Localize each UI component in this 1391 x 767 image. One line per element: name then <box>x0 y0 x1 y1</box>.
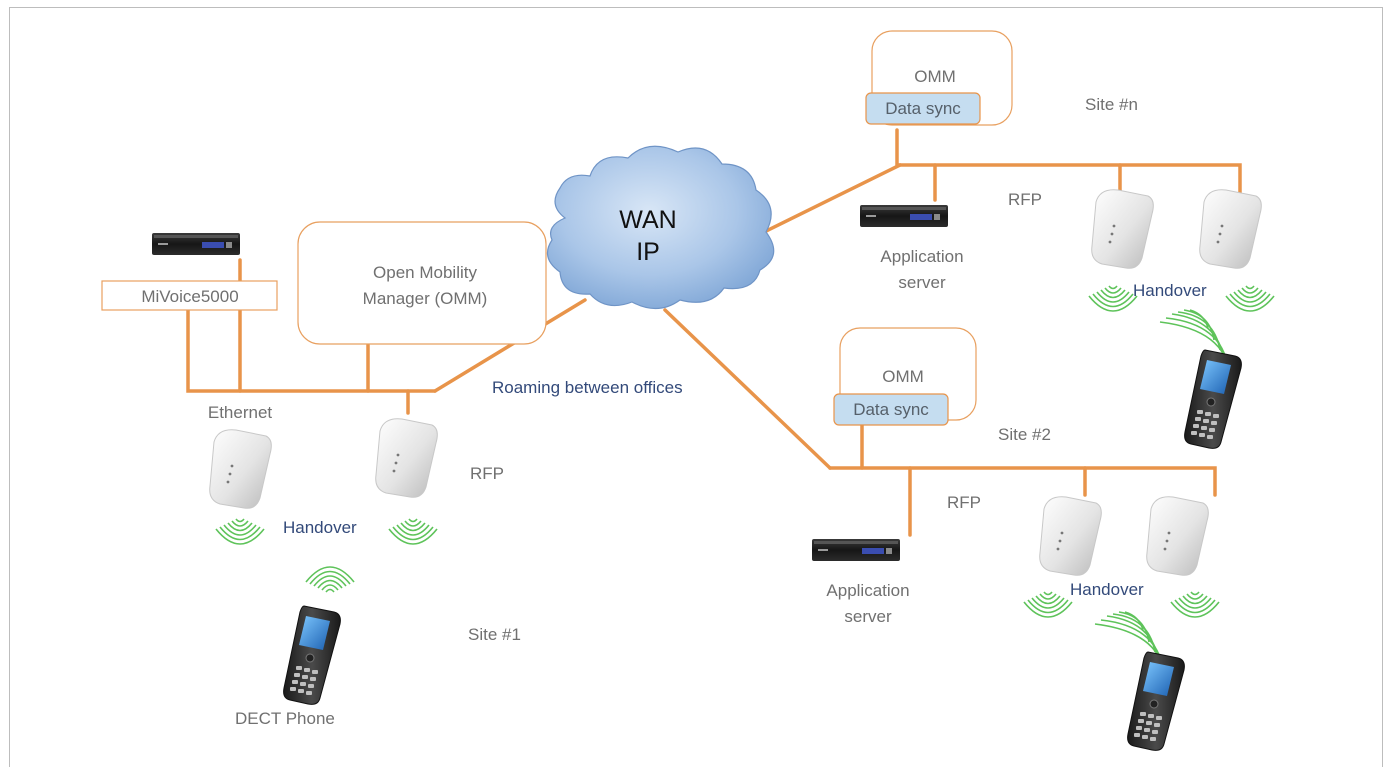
dect-phone-icon <box>1127 651 1185 751</box>
dect-phone-icon <box>1184 349 1242 449</box>
site2-label: Site #2 <box>998 425 1051 444</box>
data-sync-site2-label: Data sync <box>853 400 929 419</box>
omm-site2-label: OMM <box>882 367 924 386</box>
omm-main-label-line2: Manager (OMM) <box>363 289 488 308</box>
cloud-icon <box>546 145 775 310</box>
radio-signal-icon <box>1170 591 1220 618</box>
rfp-label-site2: RFP <box>947 493 981 512</box>
data-sync-siten-label: Data sync <box>885 99 961 118</box>
dect-base-station-icon <box>1146 496 1209 576</box>
omm-site2-box: OMM Data sync <box>833 327 977 426</box>
app-server-site2-line1: Application <box>826 581 909 600</box>
radio-signal-icon <box>1088 285 1138 312</box>
dect-base-station-icon <box>1039 496 1102 576</box>
dect-base-station-icon <box>1091 189 1154 269</box>
server-mivoice <box>152 233 240 255</box>
dect-base-station-icon <box>209 429 272 509</box>
mivoice-label: MiVoice5000 <box>141 287 238 306</box>
siten-label: Site #n <box>1085 95 1138 114</box>
handover-label-site1: Handover <box>283 518 357 537</box>
app-server-siten-line1: Application <box>880 247 963 266</box>
wan-cloud: WAN IP <box>546 145 775 310</box>
diagram-frame <box>9 7 1383 767</box>
radio-signal-icon <box>305 566 355 593</box>
radio-signal-icon <box>215 518 265 545</box>
server-icon <box>152 233 240 255</box>
omm-siten-box: OMM Data sync <box>865 30 1013 126</box>
omm-main-box: Open Mobility Manager (OMM) <box>297 221 547 345</box>
ethernet-label: Ethernet <box>208 403 273 422</box>
dect-base-station-icon <box>1199 189 1262 269</box>
app-server-site2-line2: server <box>844 607 892 626</box>
handover-label-siten: Handover <box>1133 281 1207 300</box>
rfp-label-siten: RFP <box>1008 190 1042 209</box>
site1-label: Site #1 <box>468 625 521 644</box>
radio-signal-icon <box>1023 591 1073 618</box>
handover-label-site2: Handover <box>1070 580 1144 599</box>
omm-main-label-line1: Open Mobility <box>373 263 477 282</box>
radio-signal-icon <box>388 518 438 545</box>
server-icon <box>860 205 948 227</box>
app-server-siten-line2: server <box>898 273 946 292</box>
cable-network <box>186 128 1242 537</box>
ip-label: IP <box>636 238 660 266</box>
server-icon <box>812 539 900 561</box>
dect-phone-icon <box>283 605 341 705</box>
dect-phone-label: DECT Phone <box>235 709 335 728</box>
dect-base-station-icon <box>375 418 438 498</box>
rfp-label-site1: RFP <box>470 464 504 483</box>
radio-signal-icon <box>1225 285 1275 312</box>
omm-siten-label: OMM <box>914 67 956 86</box>
wan-label: WAN <box>619 206 676 234</box>
mivoice-box: MiVoice5000 <box>101 280 278 311</box>
roaming-label: Roaming between offices <box>492 378 683 397</box>
